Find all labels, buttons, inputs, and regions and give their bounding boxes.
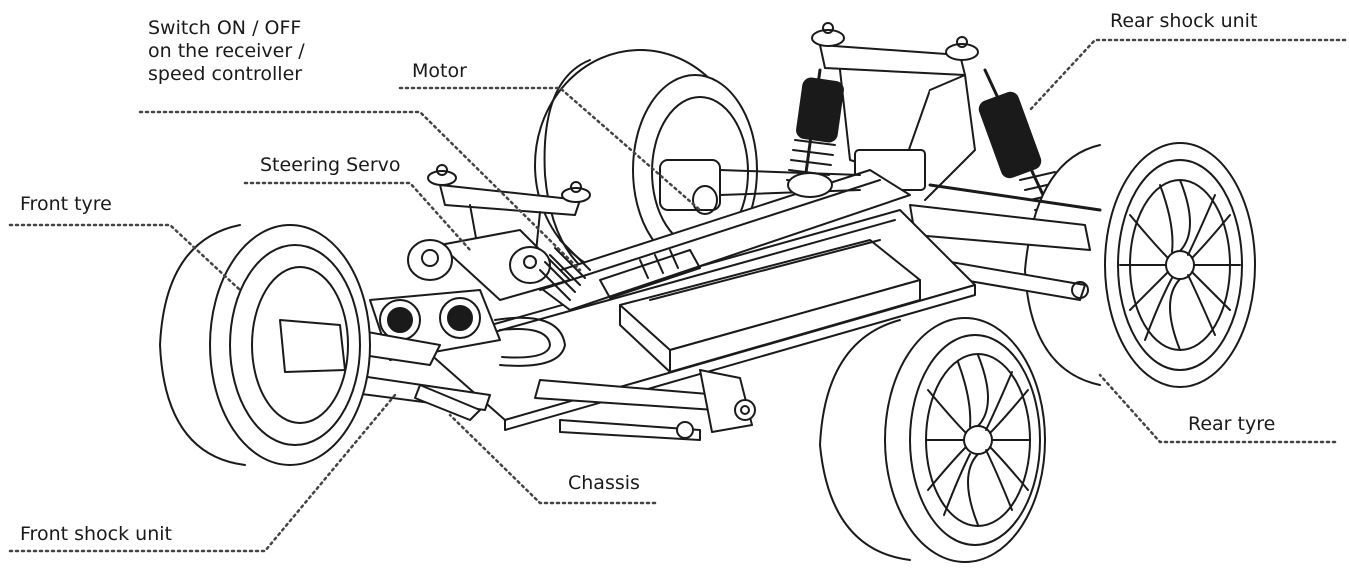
label-motor: Motor: [412, 60, 467, 82]
label-switch-line2: on the receiver /: [148, 40, 305, 62]
leader-front-tyre: [8, 223, 242, 292]
label-switch-line1: Switch ON / OFF: [148, 17, 302, 39]
rear-shock-right: [978, 68, 1071, 212]
leader-rear-shock: [1028, 38, 1347, 112]
top-deck: [529, 169, 911, 311]
leader-front-shock: [8, 393, 397, 553]
rear-right-wheel: [1024, 142, 1256, 388]
leader-rear-tyre: [1098, 373, 1337, 444]
label-switch-line3: speed controller: [148, 63, 303, 85]
front-right-wheel: [819, 317, 1046, 563]
leader-lines: [8, 38, 1347, 553]
battery-box: [619, 239, 921, 373]
rear-shock-tower: [811, 22, 979, 201]
label-rear-tyre: Rear tyre: [1188, 413, 1276, 435]
motor: [659, 159, 861, 215]
leader-chassis: [448, 413, 657, 505]
front-right-hub: [676, 369, 756, 439]
leader-steering-servo: [243, 181, 472, 252]
label-steering-servo: Steering Servo: [260, 154, 401, 176]
label-front-shock: Front shock unit: [20, 523, 172, 545]
label-chassis: Chassis: [568, 472, 640, 494]
label-rear-shock: Rear shock unit: [1110, 10, 1258, 32]
leader-motor: [398, 86, 702, 212]
front-left-wheel: [159, 224, 371, 466]
label-front-tyre: Front tyre: [20, 193, 112, 215]
rear-shock-left: [786, 68, 844, 186]
front-shock-tower: [427, 164, 591, 263]
steering-servo: [407, 229, 591, 301]
label-switch: Switch ON / OFF on the receiver / speed …: [148, 17, 305, 86]
